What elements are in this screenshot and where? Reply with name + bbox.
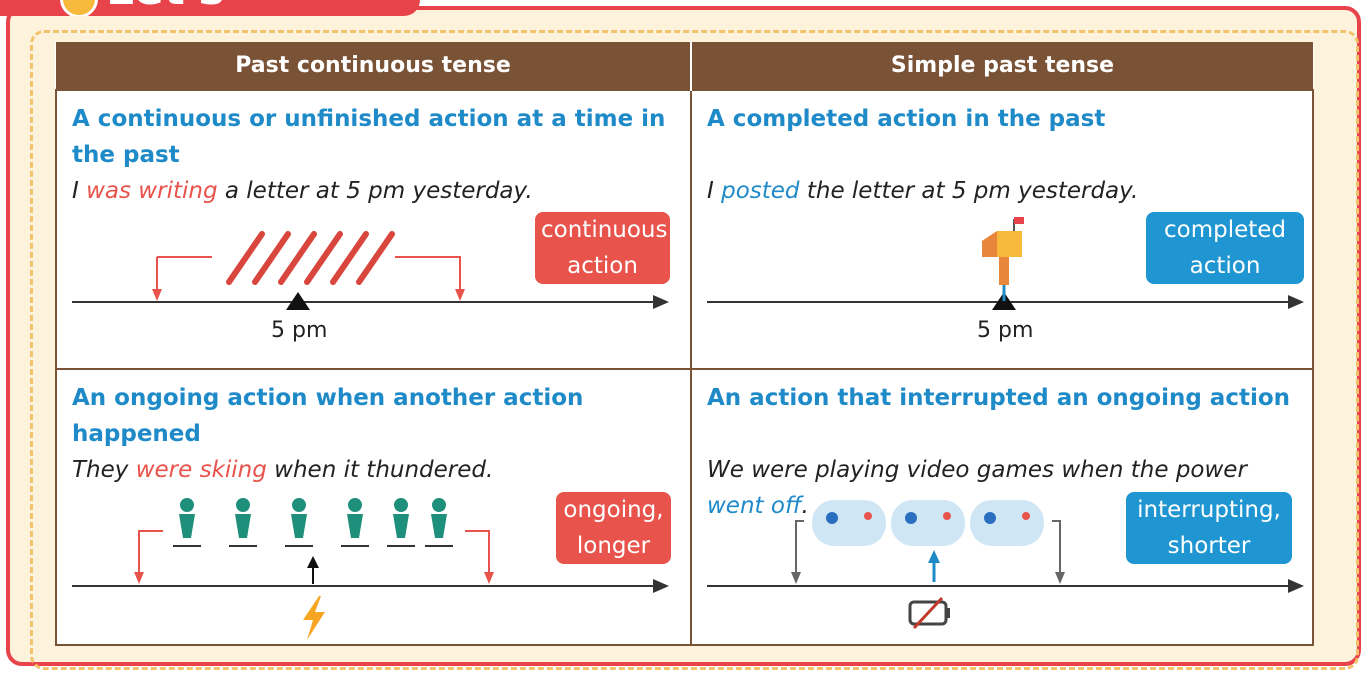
header-right: Simple past tense	[691, 42, 1313, 90]
cell-row1-left: A continuous or unfinished action at a t…	[55, 89, 692, 370]
highlight-verb: posted	[721, 178, 800, 204]
magnifier-icon	[60, 0, 98, 16]
cell-row1-right: A completed action in the past I posted …	[690, 89, 1314, 370]
cell-heading: A completed action in the past	[707, 106, 1106, 132]
timeline-ongoing	[72, 498, 669, 640]
tag-continuous-action: continuous action	[535, 212, 670, 284]
example-sentence: I was writing a letter at 5 pm yesterday…	[72, 178, 533, 204]
header-left: Past continuous tense	[56, 42, 692, 90]
comparison-table: Past continuous tense Simple past tense …	[55, 42, 1314, 646]
highlight-verb: went off	[707, 493, 802, 519]
cell-row2-right: An action that interrupted an ongoing ac…	[690, 368, 1314, 646]
example-sentence: I posted the letter at 5 pm yesterday.	[707, 178, 1139, 204]
tag-completed-action: completed action	[1146, 212, 1304, 284]
cell-heading: A continuous or unfinished action at a t…	[72, 106, 666, 168]
time-label: 5 pm	[271, 318, 328, 343]
timeline-interrupting	[707, 500, 1304, 630]
cell-heading: An ongoing action when another action ha…	[72, 385, 584, 447]
example-sentence: They were skiing when it thundered.	[72, 457, 494, 483]
lightning-icon	[303, 596, 325, 640]
dashed-border	[30, 30, 1359, 670]
cell-heading: An action that interrupted an ongoing ac…	[707, 385, 1291, 411]
mailbox-icon	[982, 217, 1024, 285]
page-title: Let's compare	[106, 0, 420, 16]
empty-battery-icon	[908, 596, 950, 630]
title-banner: Let's compare	[0, 0, 420, 16]
timeline-continuous	[72, 231, 669, 310]
skier-icon	[173, 498, 453, 547]
example-sentence: We were playing video games when the pow…	[707, 457, 1247, 519]
timeline-completed	[707, 217, 1304, 310]
cell-row2-left: An ongoing action when another action ha…	[55, 368, 692, 646]
tag-ongoing-longer: ongoing, longer	[556, 492, 671, 564]
highlight-verb: were skiing	[135, 457, 267, 483]
tag-interrupting-shorter: interrupting, shorter	[1126, 492, 1292, 564]
gamepad-icon	[812, 500, 1044, 546]
pencil-icon	[226, 231, 395, 285]
highlight-verb: was writing	[86, 178, 218, 204]
time-label: 5 pm	[977, 318, 1034, 343]
time-marker	[286, 292, 310, 310]
